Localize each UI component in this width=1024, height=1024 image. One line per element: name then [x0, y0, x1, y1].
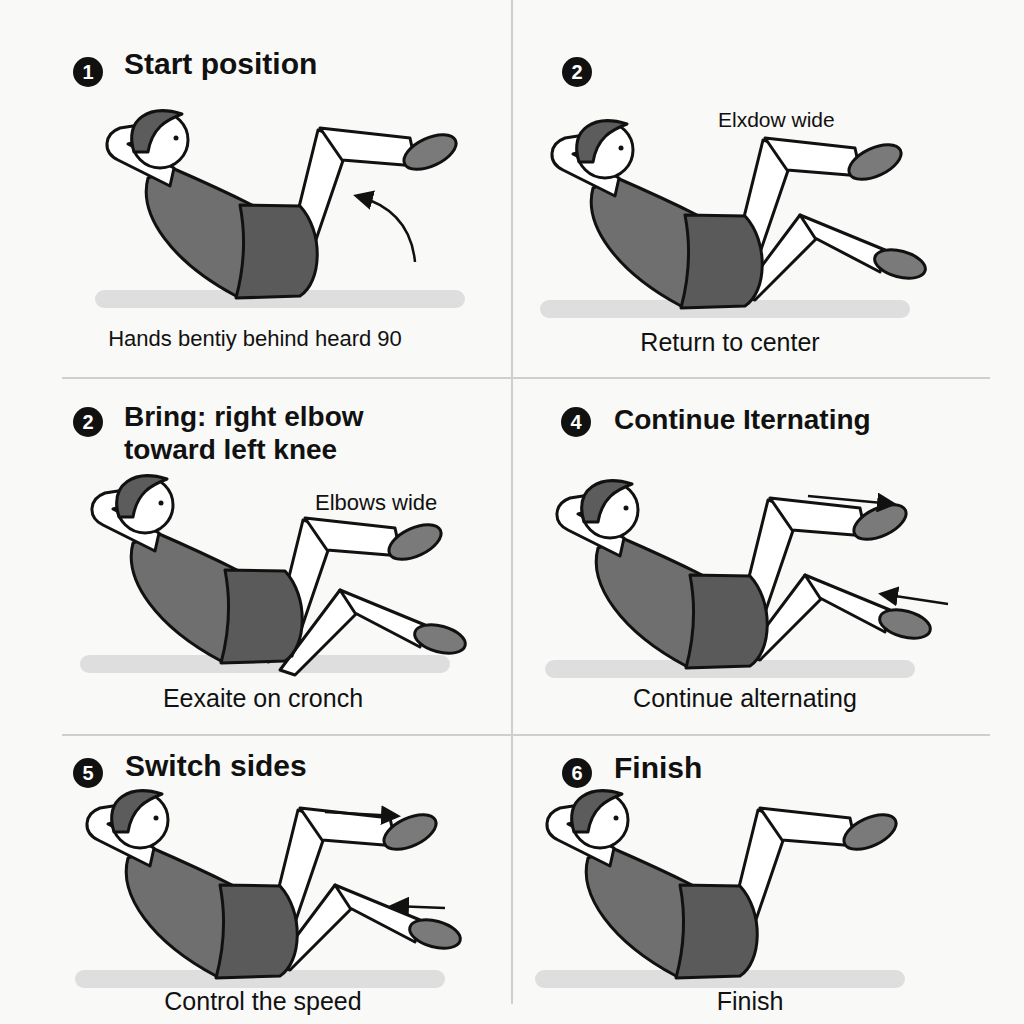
exercise-figure [95, 111, 465, 308]
motion-arrow [393, 906, 445, 908]
step-caption: Hands bentiy behind heard 90 [55, 326, 455, 352]
step-number: 5 [82, 763, 93, 783]
motion-arrows [325, 196, 948, 908]
divider-line [62, 734, 990, 736]
form-note: Elbows wide [315, 490, 485, 516]
step-number-circle: 2 [562, 57, 592, 87]
panel-grid [62, 0, 990, 1004]
motion-arrow [357, 196, 415, 262]
step-number: 2 [82, 412, 93, 432]
motion-arrow [882, 594, 948, 604]
step-number: 2 [571, 62, 582, 82]
step-number-circle: 2 [73, 407, 103, 437]
step-number: 4 [570, 412, 581, 432]
step-number-circle: 6 [562, 758, 592, 788]
step-number-circle: 4 [561, 407, 591, 437]
motion-arrow [325, 812, 397, 816]
step-number-circle: 5 [73, 758, 103, 788]
step-caption: Finish [650, 987, 850, 1017]
step-caption: Control the speed [63, 987, 463, 1017]
step-caption: Return to center [580, 328, 880, 358]
step-number-circle: 1 [73, 57, 103, 87]
exercise-figure [540, 121, 928, 318]
step-title: Finish [614, 750, 854, 785]
step-title: Bring: right elbow toward left knee [124, 400, 414, 466]
divider-line [511, 0, 513, 1004]
step-number: 6 [571, 763, 582, 783]
motion-arrow [808, 496, 893, 504]
step-title: Start position [124, 46, 464, 81]
step-caption: Eexaite on cronch [63, 684, 463, 714]
step-title: Switch sides [125, 748, 425, 783]
exercise-figure [535, 791, 905, 988]
step-title: Continue Iternating [614, 403, 994, 436]
step-number: 1 [82, 62, 93, 82]
exercise-figure [75, 791, 463, 988]
exercise-figure [545, 481, 933, 678]
form-note: Elxdow wide [718, 108, 888, 133]
step-caption: Continue alternating [545, 684, 945, 714]
divider-line [62, 377, 990, 379]
